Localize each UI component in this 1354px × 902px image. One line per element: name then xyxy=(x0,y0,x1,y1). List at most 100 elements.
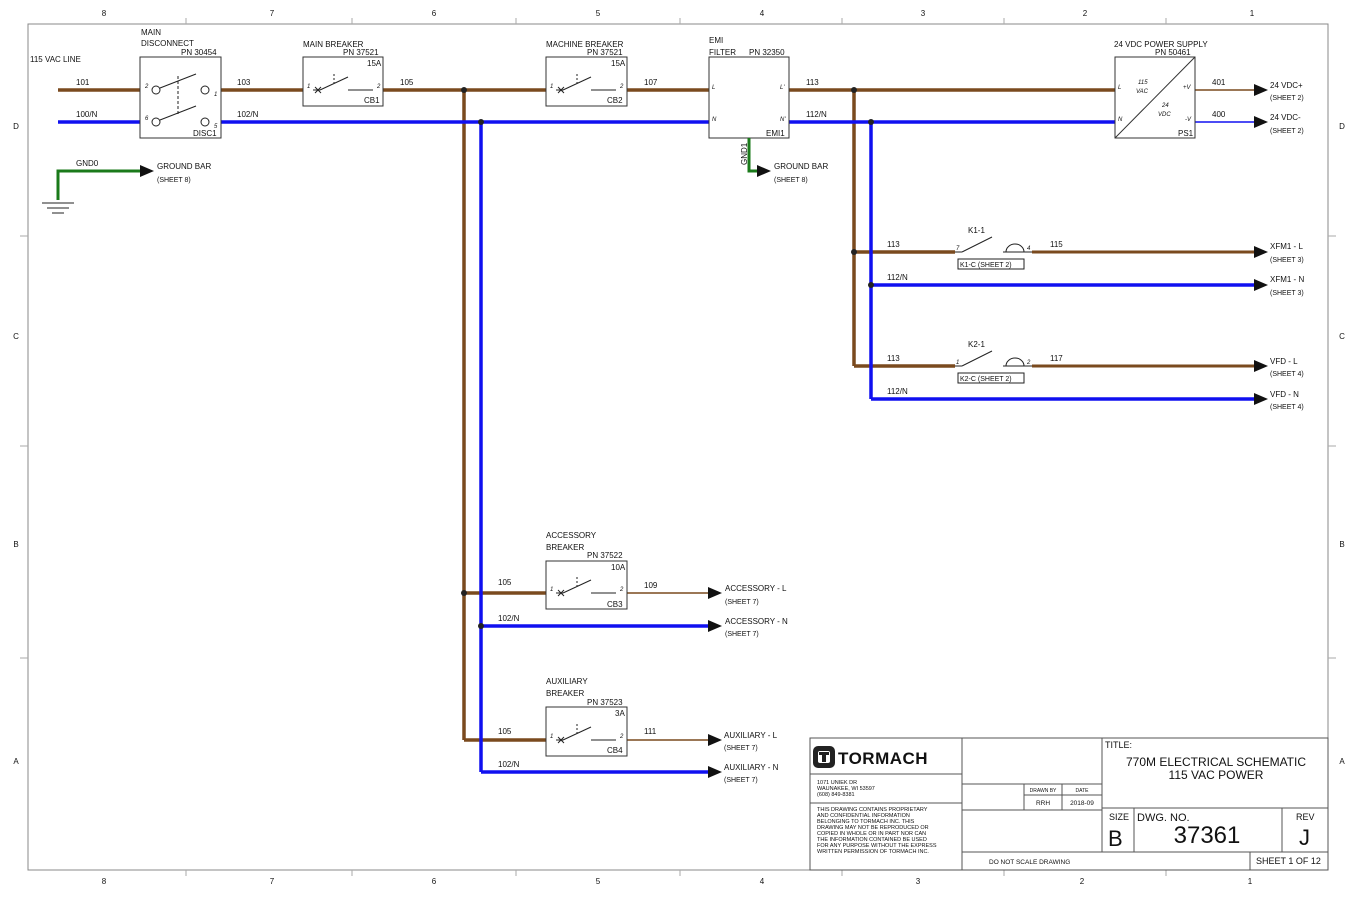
offpage-label: VFD - N xyxy=(1270,390,1299,399)
offpage-label: AUXILIARY - L xyxy=(724,731,778,740)
accessory-breaker: ACCESSORY BREAKER PN 37522 10A CB3 1 2 xyxy=(545,531,628,610)
pin-number: 7 xyxy=(956,246,960,252)
breaker-switch-icon xyxy=(556,74,616,94)
machine-breaker: MACHINE BREAKER PN 37521 15A CB2 1 2 xyxy=(545,40,628,107)
contactor-output-wires xyxy=(1032,250,1254,368)
col-label: 2 xyxy=(1083,9,1088,18)
col-label: 7 xyxy=(270,877,275,886)
offpage-ref: (SHEET 8) xyxy=(157,177,191,184)
offpage-ref: (SHEET 7) xyxy=(725,599,759,606)
rev-label: REV xyxy=(1296,812,1315,822)
contact-switch-icon xyxy=(955,350,1032,367)
wire-label: 105 xyxy=(498,727,512,736)
arrow-icon xyxy=(708,587,722,599)
component-title: ACCESSORY xyxy=(546,531,597,540)
sheet-number: SHEET 1 OF 12 xyxy=(1256,856,1321,866)
address-line: (608) 849-8381 xyxy=(817,792,855,798)
wire-label: 101 xyxy=(76,78,90,87)
size-value: B xyxy=(1108,826,1123,851)
junction-dots xyxy=(461,87,874,629)
col-label: 3 xyxy=(921,9,926,18)
main-disconnect: MAIN DISCONNECT PN 30454 DISC1 2 1 6 5 xyxy=(139,28,222,139)
auxiliary-breaker: AUXILIARY BREAKER PN 37523 3A CB4 1 2 xyxy=(545,677,628,757)
component-title: 24 VDC POWER SUPPLY xyxy=(1114,40,1208,49)
pin-label: L xyxy=(712,85,715,91)
offpage-ref: (SHEET 7) xyxy=(724,777,758,784)
col-label: 1 xyxy=(1250,9,1255,18)
component-title: MAIN xyxy=(141,28,161,37)
power-supply: 24 VDC POWER SUPPLY PN 50461 PS1 115 VAC… xyxy=(1114,40,1208,139)
offpage-ref: (SHEET 2) xyxy=(1270,128,1304,135)
pin-label: N xyxy=(712,117,717,123)
ref-designator: CB1 xyxy=(364,96,380,105)
wire-label: 401 xyxy=(1212,78,1226,87)
emi-filter: EMI FILTER PN 32350 EMI1 L N L' N' xyxy=(708,36,790,139)
row-label: C xyxy=(1339,332,1345,341)
coil-reference: K1-C (SHEET 2) xyxy=(960,262,1012,269)
row-labels: D C B A D C B A xyxy=(13,122,1345,766)
contactor-k1: K1-1 113 115 112/N 7 4 K1-C (SHEET 2) xyxy=(887,226,1063,282)
col-label: 4 xyxy=(760,877,765,886)
col-label: 7 xyxy=(270,9,275,18)
wire-label: GND1 xyxy=(740,142,749,165)
col-label: 4 xyxy=(760,9,765,18)
col-label: 8 xyxy=(102,9,107,18)
row-label: D xyxy=(1339,122,1345,131)
offpage-label: ACCESSORY - N xyxy=(725,617,788,626)
ref-designator: CB4 xyxy=(607,746,623,755)
notice-line: COPIED IN WHOLE OR IN PART NOR CAN xyxy=(817,831,926,837)
part-number: PN 50461 xyxy=(1155,48,1191,57)
offpage-ref: (SHEET 3) xyxy=(1270,290,1304,297)
column-labels-bottom: 8 7 6 5 4 3 2 1 xyxy=(102,877,1253,886)
main-breaker: MAIN BREAKER PN 37521 15A CB1 1 2 xyxy=(302,40,384,107)
wire-label: 113 xyxy=(806,78,819,87)
arrow-icon xyxy=(1254,360,1268,372)
rating: 15A xyxy=(611,59,626,68)
offpage-ref: (SHEET 4) xyxy=(1270,404,1304,411)
offpage-label: 24 VDC+ xyxy=(1270,81,1303,90)
drawn-by-label: DRAWN BY xyxy=(1030,788,1057,794)
notice-line: DRAWING MAY NOT BE REPRODUCED OR xyxy=(817,825,929,831)
ref-designator: EMI1 xyxy=(766,129,785,138)
pin-number: 1 xyxy=(956,360,959,366)
pin-number: 4 xyxy=(1027,246,1031,252)
source-label: 115 VAC LINE xyxy=(30,55,81,64)
contactor-k2: K2-1 113 117 112/N 1 2 K2-C (SHEET 2) xyxy=(887,340,1063,396)
ref-designator: PS1 xyxy=(1178,129,1194,138)
col-label: 6 xyxy=(432,9,437,18)
pin-label: +V xyxy=(1183,85,1192,91)
offpage-label: GROUND BAR xyxy=(774,162,828,171)
size-label: SIZE xyxy=(1109,812,1129,822)
psu-input-text: VAC xyxy=(1136,89,1149,95)
notice-line: THIS DRAWING CONTAINS PROPRIETARY xyxy=(817,807,928,813)
offpage-label: ACCESSORY - L xyxy=(725,584,787,593)
pin-number: 1 xyxy=(550,587,553,593)
contact-switch-icon xyxy=(955,236,1032,253)
ref-designator: CB3 xyxy=(607,600,623,609)
ground-emi: GND1 GROUND BAR (SHEET 8) xyxy=(740,138,828,184)
no-scale-note: DO NOT SCALE DRAWING xyxy=(989,859,1070,866)
notice-line: AND CONFIDENTIAL INFORMATION xyxy=(817,813,910,819)
wire-label: 100/N xyxy=(76,110,98,119)
component-title: AUXILIARY xyxy=(546,677,588,686)
col-label: 1 xyxy=(1248,877,1253,886)
dwg-no-label: DWG. NO. xyxy=(1137,812,1190,824)
arrow-icon xyxy=(1254,246,1268,258)
pin-number: 5 xyxy=(214,124,218,130)
psu-output-text: 24 xyxy=(1161,103,1169,109)
row-label: B xyxy=(13,540,18,549)
notice-line: FOR ANY PURPOSE WITHOUT THE EXPRESS xyxy=(817,843,937,849)
wire-label: 117 xyxy=(1050,354,1063,363)
wire-label: 400 xyxy=(1212,110,1226,119)
wire-label: 113 xyxy=(887,354,900,363)
notice-line: WRITTEN PERMISSION OF TORMACH INC. xyxy=(817,849,929,855)
wire-label: 112/N xyxy=(887,273,908,282)
col-label: 6 xyxy=(432,877,437,886)
offpage-ref: (SHEET 7) xyxy=(725,631,759,638)
row-label: B xyxy=(1339,540,1344,549)
offpage-ref: (SHEET 7) xyxy=(724,745,758,752)
pin-number: 2 xyxy=(619,734,624,740)
pin-number: 1 xyxy=(550,84,553,90)
component-title: MACHINE BREAKER xyxy=(546,40,624,49)
